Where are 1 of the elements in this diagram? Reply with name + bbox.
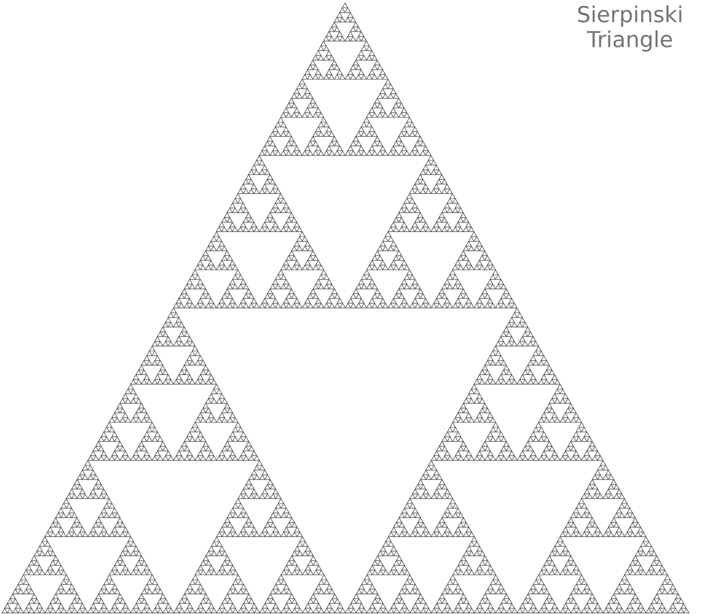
title: Sierpinski Triangle — [578, 6, 682, 52]
